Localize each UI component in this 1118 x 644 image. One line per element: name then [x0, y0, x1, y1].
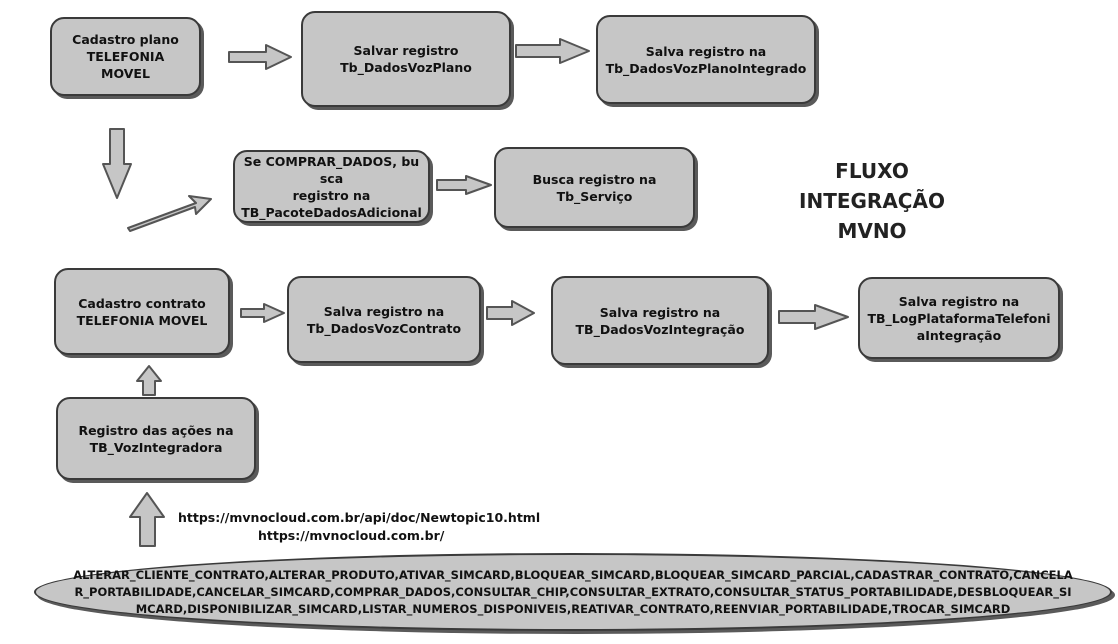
arrow-up-icon — [129, 492, 165, 547]
arrow-right-icon — [436, 175, 492, 195]
box-salva-integracao: Salva registro na TB_DadosVozIntegração — [551, 276, 769, 365]
box-label: Salva registro na Tb_DadosVozContrato — [306, 303, 462, 336]
box-cadastro-plano: Cadastro plano TELEFONIA MOVEL — [50, 17, 201, 96]
arrow-down-icon — [102, 128, 132, 199]
box-busca-servico: Busca registro na Tb_Serviço — [494, 147, 695, 228]
box-label: Cadastro plano TELEFONIA MOVEL — [72, 32, 179, 81]
box-label: Salva registro na TB_LogPlataformaTelefo… — [867, 293, 1051, 343]
arrow-diagonal-icon — [127, 195, 212, 232]
arrow-right-icon — [486, 300, 535, 326]
box-salvar-registro-plano: Salvar registro Tb_DadosVozPlano — [301, 11, 511, 107]
box-salva-registro-plano-integrado: Salva registro na Tb_DadosVozPlanoIntegr… — [596, 15, 816, 104]
box-label: Busca registro na Tb_Serviço — [532, 171, 657, 204]
doc-url-text: https://mvnocloud.com.br/api/doc/Newtopi… — [178, 510, 541, 525]
operations-list: ALTERAR_CLIENTE_CONTRATO,ALTERAR_PRODUTO… — [73, 567, 1073, 616]
box-label: Se COMPRAR_DADOS, busca registro na TB_P… — [241, 153, 422, 220]
arrow-right-icon — [778, 304, 849, 330]
arrow-right-icon — [228, 44, 292, 70]
diagram-title: FLUXO INTEGRAÇÃO MVNO — [799, 159, 945, 243]
box-salva-log: Salva registro na TB_LogPlataformaTelefo… — [858, 277, 1060, 359]
box-label: Salva registro na Tb_DadosVozPlanoIntegr… — [605, 43, 807, 76]
arrow-up-icon — [136, 365, 162, 396]
arrow-right-icon — [240, 303, 285, 323]
box-label: Registro das ações na TB_VozIntegradora — [78, 422, 234, 455]
box-registro-acoes: Registro das ações na TB_VozIntegradora — [56, 397, 256, 480]
arrow-right-icon — [515, 38, 590, 64]
box-cadastro-contrato: Cadastro contrato TELEFONIA MOVEL — [54, 268, 230, 355]
box-salva-contrato: Salva registro na Tb_DadosVozContrato — [287, 276, 481, 363]
operations-ellipse: ALTERAR_CLIENTE_CONTRATO,ALTERAR_PRODUTO… — [34, 553, 1112, 631]
box-label: Salva registro na TB_DadosVozIntegração — [575, 304, 745, 337]
box-label: Salvar registro Tb_DadosVozPlano — [340, 43, 472, 75]
box-comprar-dados: Se COMPRAR_DADOS, busca registro na TB_P… — [233, 150, 430, 223]
box-label: Cadastro contrato TELEFONIA MOVEL — [76, 295, 208, 328]
site-url-text: https://mvnocloud.com.br/ — [258, 528, 445, 543]
